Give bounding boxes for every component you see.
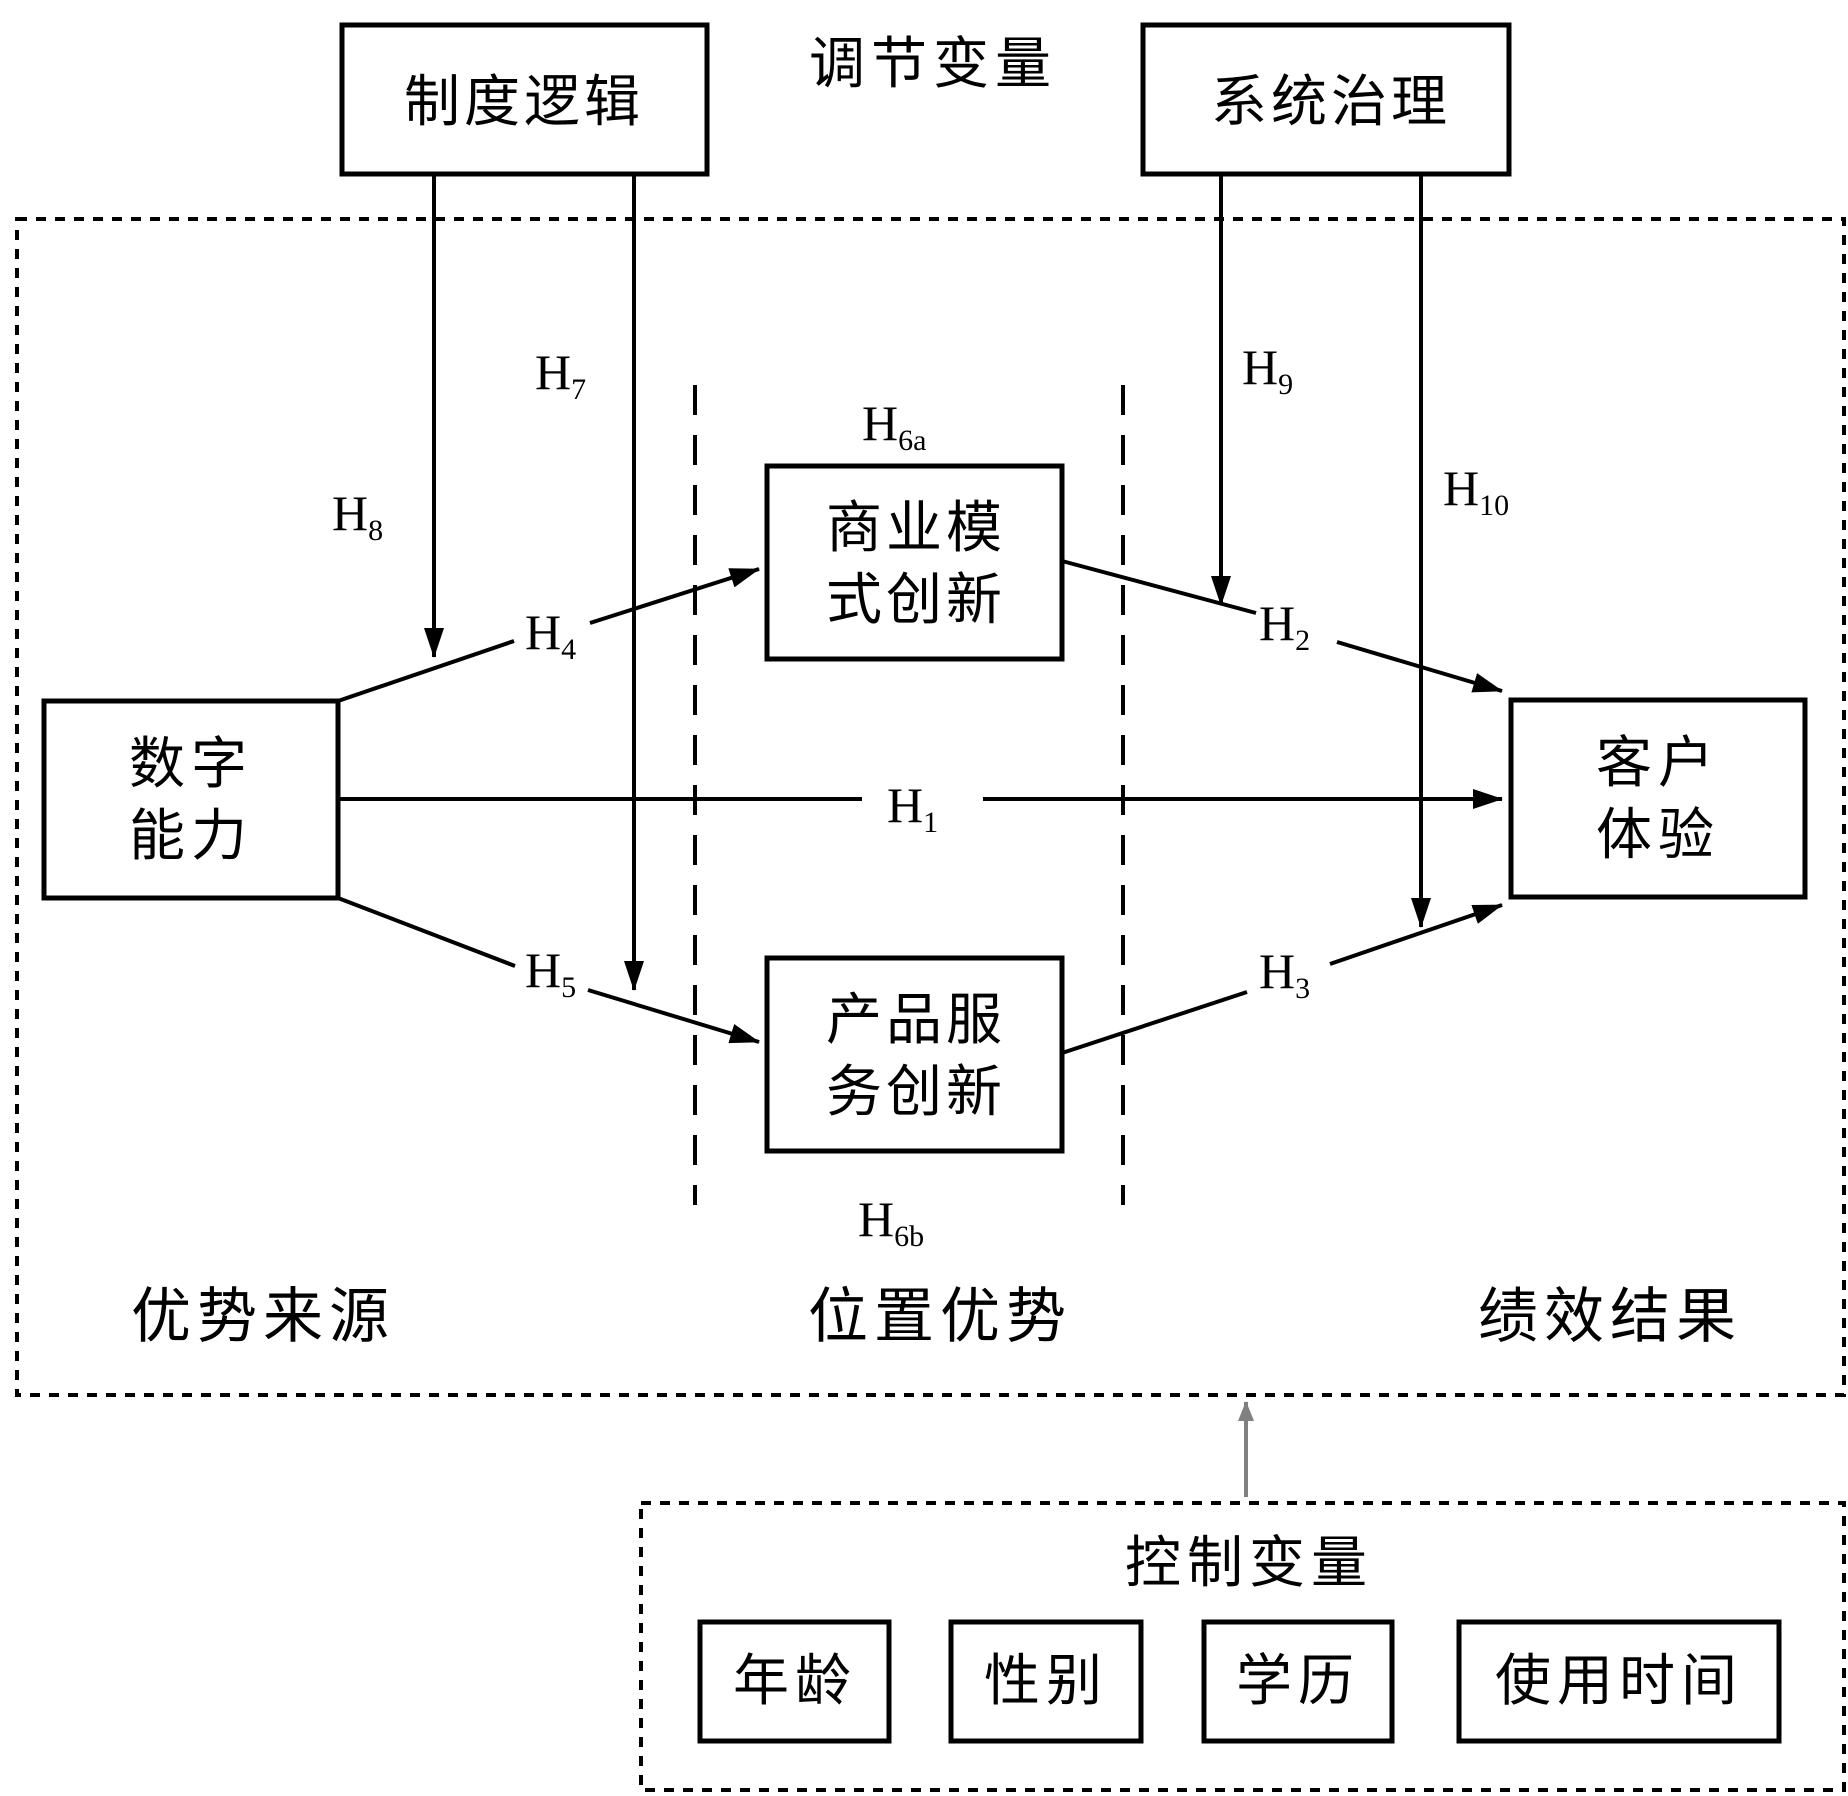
label-h5: H5 <box>525 942 576 1004</box>
moderator-title: 调节变量 <box>809 32 1057 97</box>
node-label-business-model-line2: 式创新 <box>826 568 1006 633</box>
svg-text:H6a: H6a <box>862 395 926 457</box>
stage-label-performance: 绩效结果 <box>1478 1282 1742 1352</box>
label-h3: H3 <box>1259 943 1310 1005</box>
arrow-h3-right <box>1329 903 1503 966</box>
label-h4: H4 <box>525 604 576 666</box>
node-label-business-model-line1: 商业模 <box>826 496 1006 561</box>
arrow-h5-left <box>337 896 516 968</box>
control-label-usage-time: 使用时间 <box>1495 1649 1743 1714</box>
node-label-digital-capability-line2: 能力 <box>129 804 253 869</box>
svg-text:H2: H2 <box>1259 595 1310 657</box>
label-h6b: H6b <box>858 1191 924 1253</box>
label-h9: H9 <box>1242 339 1293 401</box>
control-variables-title: 控制变量 <box>1125 1531 1373 1596</box>
svg-text:H9: H9 <box>1242 339 1293 401</box>
svg-text:H3: H3 <box>1259 943 1310 1005</box>
stage-label-source: 优势来源 <box>131 1282 395 1352</box>
svg-text:H8: H8 <box>332 485 383 547</box>
label-h2: H2 <box>1259 595 1310 657</box>
node-label-customer-experience-line2: 体验 <box>1596 803 1720 868</box>
moderator-label-governance: 系统治理 <box>1211 70 1451 135</box>
arrow-h3-left <box>1061 990 1248 1055</box>
control-box-education <box>1201 1619 1395 1744</box>
svg-text:H10: H10 <box>1443 460 1509 522</box>
moderator-box-institutional <box>339 22 710 177</box>
arrow-h4-left <box>337 639 515 703</box>
svg-text:H5: H5 <box>525 942 576 1004</box>
control-variables-frame <box>639 1501 1846 1792</box>
arrow-h2-left <box>1061 559 1257 615</box>
moderator-label-institutional: 制度逻辑 <box>404 70 644 135</box>
stage-label-position: 位置优势 <box>808 1282 1072 1352</box>
svg-text:H4: H4 <box>525 604 576 666</box>
main-model-frame <box>15 217 1846 1397</box>
node-label-customer-experience-line1: 客户 <box>1596 731 1720 796</box>
svg-text:H6b: H6b <box>858 1191 924 1253</box>
control-box-gender <box>948 1619 1144 1744</box>
label-h10: H10 <box>1443 460 1509 522</box>
svg-text:H7: H7 <box>535 344 586 406</box>
node-box-customer-experience <box>1508 697 1808 900</box>
label-h8: H8 <box>332 485 383 547</box>
node-label-digital-capability-line1: 数字 <box>129 732 253 797</box>
control-label-education: 学历 <box>1236 1649 1360 1714</box>
node-label-product-service-line1: 产品服 <box>826 988 1006 1053</box>
moderator-box-governance <box>1140 22 1512 177</box>
label-h6a: H6a <box>862 395 926 457</box>
control-box-age <box>697 1619 892 1744</box>
node-box-digital-capability <box>41 698 341 901</box>
svg-text:H1: H1 <box>887 777 938 839</box>
control-label-gender: 性别 <box>984 1649 1108 1714</box>
label-h7: H7 <box>535 344 586 406</box>
control-label-age: 年龄 <box>733 1649 857 1714</box>
arrow-h5-right <box>587 988 760 1044</box>
label-h1: H1 <box>887 777 938 839</box>
node-box-product-service-innovation <box>764 955 1065 1154</box>
node-box-business-model-innovation <box>764 463 1065 662</box>
control-box-usage-time <box>1456 1619 1782 1744</box>
arrow-h4-right <box>589 567 760 625</box>
node-label-product-service-line2: 务创新 <box>826 1060 1006 1125</box>
